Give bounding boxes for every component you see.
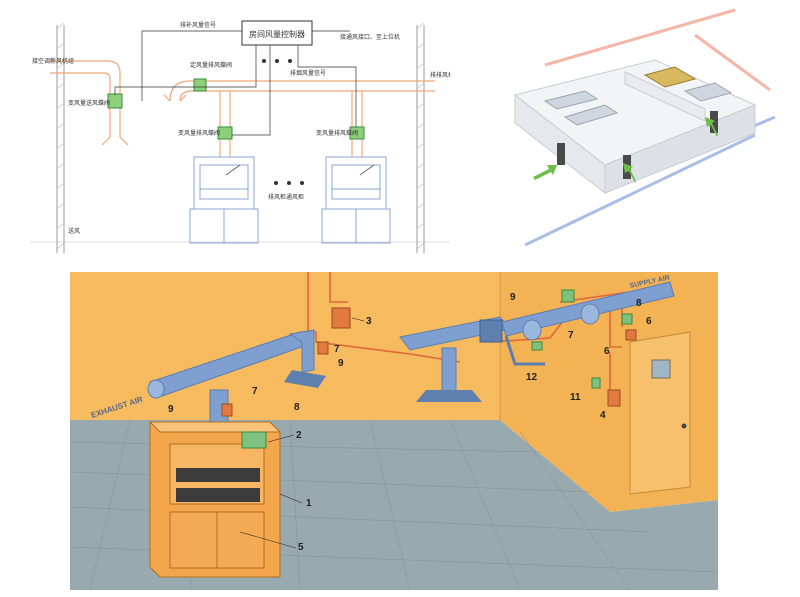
- door-knob: [681, 423, 687, 429]
- callout-2: 2: [296, 430, 302, 441]
- callout-7-mid: 7: [252, 386, 258, 397]
- right-wall: [416, 22, 425, 253]
- callout-9-left: 9: [168, 404, 174, 415]
- signal-lines: [114, 30, 357, 136]
- label-exhaust-fan: 排排风机: [430, 71, 450, 79]
- partition-wall: [624, 71, 706, 122]
- isometric-lab-svg: [513, 8, 776, 247]
- callout-leaders: [239, 317, 365, 549]
- controller-box-3: [331, 307, 351, 329]
- callout-1: 1: [306, 498, 312, 509]
- left-exhaust-hood: [284, 370, 326, 388]
- control-box-11: [591, 377, 601, 389]
- callout-7-right: 7: [568, 330, 574, 341]
- controller-label: 房间风量控制器: [249, 29, 305, 39]
- label-to-exhaust: 接通风接口、至上位机: [340, 33, 400, 41]
- label-var-exhaust-valve-left: 变风量排风蝶阀: [178, 129, 220, 137]
- callout-7-top: 7: [334, 344, 340, 355]
- label-exhaust-signal: 排烟风量信号: [290, 69, 326, 77]
- var-exhaust-valve-left: [217, 126, 233, 140]
- control-box-4: [607, 389, 621, 407]
- callout-11: 11: [570, 392, 581, 403]
- supply-valve-box: [561, 289, 575, 303]
- control-schematic-svg: 房间风量控制器 排补风量信号 排烟风量信号 接通风接口、至上位机 排排风机 接空…: [30, 20, 450, 253]
- isometric-lab-layout: [505, 5, 790, 255]
- fume-hood-right: [321, 156, 391, 244]
- callout-9-right: 9: [510, 292, 516, 303]
- airflow-arrows: [533, 117, 718, 183]
- label-var-supply-valve: 变风量送风蝶阀: [68, 99, 110, 107]
- callout-4: 4: [600, 410, 606, 421]
- callout-numbers: 1 2 3 4 5 6 6 7 7 7 8 8 9 9 9 11 12: [168, 292, 652, 553]
- door-window: [651, 359, 671, 379]
- callout-6-bottom: 6: [604, 346, 610, 357]
- lab-benches: [543, 66, 733, 126]
- label-floor-note: 送风: [68, 227, 80, 235]
- var-exhaust-valve-right: [349, 126, 365, 140]
- fume-hood-cabinet: [148, 421, 282, 578]
- lab-ventilation-scene: EXHAUST AIR SUPPLY AIR 1 2 3 4 5 6 6 7 7…: [70, 272, 718, 590]
- controller-box-7-top: [317, 341, 329, 355]
- supply-ducts-top: [544, 8, 771, 92]
- callout-9-mid: 9: [338, 358, 344, 369]
- label-supply-signal: 排补风量信号: [180, 21, 216, 29]
- door: [629, 331, 691, 495]
- callout-5: 5: [298, 542, 304, 553]
- callout-8-right: 8: [636, 298, 642, 309]
- ceiling-diffuser: [416, 390, 482, 402]
- left-wall: [56, 22, 65, 253]
- label-air-valve: 定风量排风蝶阀: [190, 61, 232, 69]
- room-airflow-controller: [241, 20, 313, 46]
- door-right: [710, 111, 718, 133]
- label-var-exhaust-valve-right: 变风量排风蝶阀: [316, 129, 358, 137]
- cabinet-controller: [241, 431, 267, 449]
- callout-6-top: 6: [646, 316, 652, 327]
- left-exhaust-duct: [147, 329, 326, 441]
- control-schematic: 房间风量控制器 排补风量信号 排烟风量信号 接通风接口、至上位机 排排风机 接空…: [30, 5, 450, 253]
- sensor-box-8: [621, 313, 633, 325]
- lab-scene-svg: EXHAUST AIR SUPPLY AIR 1 2 3 4 5 6 6 7 7…: [70, 272, 718, 590]
- callout-3: 3: [366, 316, 372, 327]
- door-left: [557, 143, 565, 165]
- air-valve: [193, 78, 207, 92]
- supply-duct: [50, 60, 129, 146]
- label-hood-caption: 排风柜通风柜: [268, 193, 304, 201]
- ellipsis-dots-hoods: [274, 181, 304, 185]
- controller-box-7-mid: [221, 403, 233, 417]
- callout-8-left: 8: [294, 402, 300, 413]
- fume-hood-left: [189, 156, 259, 244]
- main-exhaust-duct: [163, 80, 435, 157]
- control-box-12: [531, 341, 543, 351]
- sensor-box-6: [625, 329, 637, 341]
- callout-12: 12: [526, 372, 538, 383]
- ellipsis-dots-top: [262, 59, 292, 63]
- label-ac-unit: 接空调新风机组: [32, 57, 74, 65]
- var-supply-valve: [107, 93, 123, 109]
- right-duct-system: [399, 281, 675, 402]
